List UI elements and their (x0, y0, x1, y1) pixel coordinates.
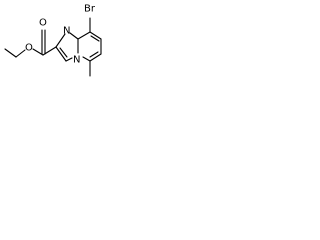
bonds (4, 17, 102, 77)
bromine-label: Br (84, 4, 96, 15)
bond-o-carbonyl-c (32, 48, 44, 56)
bond-c2-c3 (55, 46, 67, 62)
atom-labels: Br N N O O (25, 3, 99, 66)
carbonyl-oxygen-label: O (39, 18, 47, 29)
bond-c8-c7 (89, 31, 102, 40)
bond-c2-n1 (55, 33, 66, 48)
bond-c3-n4 (65, 57, 73, 62)
bond-ethyl-ch3-ch2 (4, 48, 17, 58)
ester-oxygen-label: O (25, 43, 33, 54)
bond-c8-c7-double (90, 35, 100, 42)
bridgehead-nitrogen-label: N (73, 55, 80, 66)
bond-n1-c8a (69, 32, 79, 40)
bond-c6-c5-double (89, 51, 99, 58)
bond-c8a-c8 (77, 31, 91, 40)
ring-nitrogen-label: N (63, 26, 70, 37)
bond-c6-c5 (89, 53, 102, 62)
bond-c3-c2-double (59, 47, 68, 58)
bond-ethyl-ch2-o (15, 49, 26, 58)
bond-c5-n4 (82, 56, 91, 62)
chemical-structure: Br N N O O (4, 3, 102, 77)
bond-carbonyl-c-c2 (42, 46, 57, 56)
